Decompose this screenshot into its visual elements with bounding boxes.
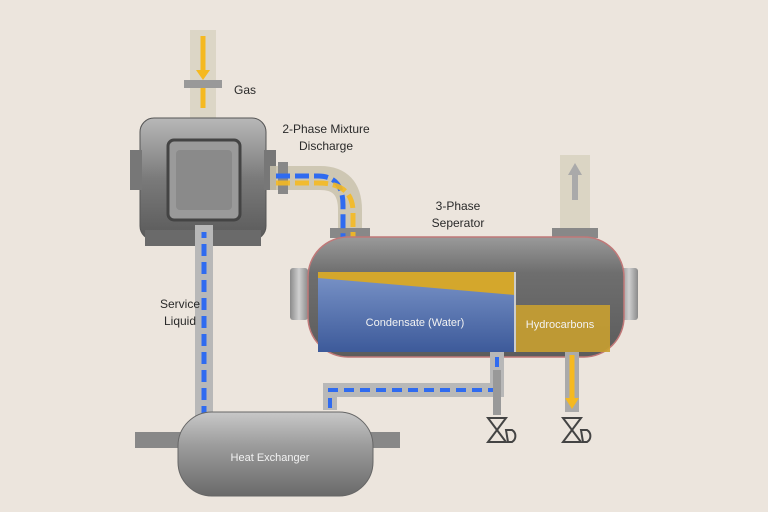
- hydrocarbon-drain-valve: [561, 417, 592, 443]
- gas-inlet-pipe: [184, 30, 222, 120]
- condensate-label: Condensate (Water): [365, 317, 465, 329]
- gas-outlet-pipe: [552, 155, 598, 240]
- discharge-label-line2: Discharge: [298, 139, 354, 153]
- three-phase-separator: [290, 236, 638, 358]
- hydrocarbon-outlet-pipe: [565, 352, 579, 412]
- hydrocarbon-chamber: [515, 305, 610, 352]
- discharge-pipe: [270, 162, 370, 245]
- service-liquid-pipe: [195, 225, 213, 420]
- discharge-label-line1: 2-Phase Mixture: [282, 122, 370, 136]
- service-liquid-label-line1: Service: [159, 297, 201, 311]
- liquid-flow-arrows: [276, 173, 346, 245]
- water-drain-valve: [486, 417, 517, 443]
- liquid-ring-pump: [130, 117, 276, 246]
- separator-label-line2: Seperator: [431, 216, 485, 230]
- heat-exchanger-label: Heat Exchanger: [230, 452, 310, 464]
- gas-label: Gas: [233, 83, 257, 97]
- condensate-return-pipe: [323, 352, 504, 415]
- heat-exchanger: [135, 411, 400, 497]
- gas-flow-arrows: [276, 180, 356, 245]
- hydrocarbons-label: Hydrocarbons: [525, 319, 595, 331]
- hydrocarbon-layer: [318, 272, 515, 295]
- separator-label-line1: 3-Phase: [435, 199, 481, 213]
- service-liquid-label-line2: Liquid: [163, 314, 197, 328]
